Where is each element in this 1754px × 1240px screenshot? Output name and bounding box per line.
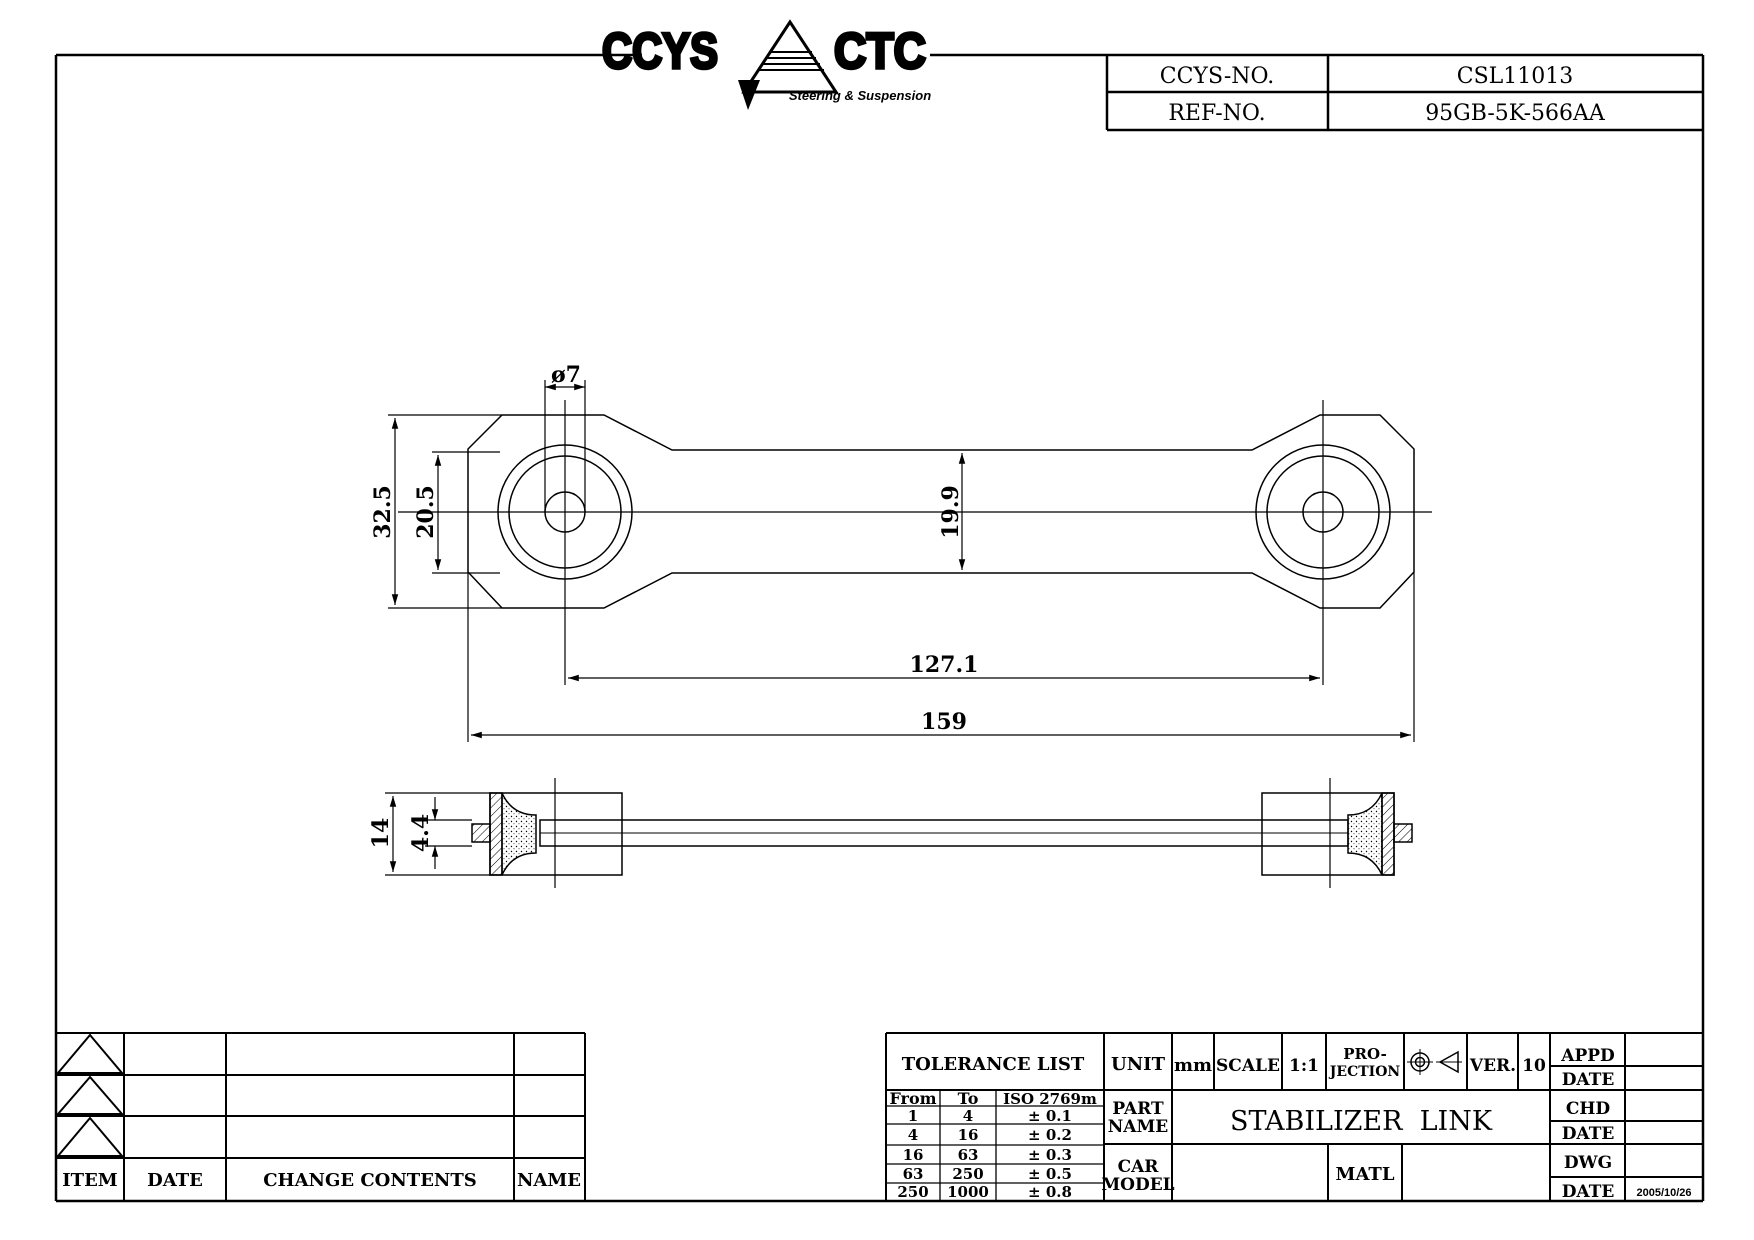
tolerance-cell: 250 bbox=[897, 1183, 928, 1201]
dim-overall-length: 159 bbox=[921, 709, 967, 735]
ccys-no-label: CCYS-NO. bbox=[1160, 64, 1275, 89]
tolerance-cell: 4 bbox=[908, 1126, 918, 1144]
sheet-frame bbox=[54, 53, 1705, 1203]
dim-side-thickness: 14 bbox=[368, 818, 394, 849]
logo-right-mark: CTC bbox=[834, 23, 926, 79]
header-table: CCYS-NO. CSL11013 REF-NO. 95GB-5K-566AA bbox=[1105, 55, 1703, 132]
tolerance-header-to: To bbox=[958, 1089, 979, 1108]
tolerance-cell: 16 bbox=[958, 1126, 979, 1144]
right-bush-core bbox=[1347, 792, 1383, 876]
tolerance-cell: 250 bbox=[952, 1165, 983, 1183]
title-block: TOLERANCE LIST From To ISO 2769m 1 4 ± 0… bbox=[885, 1032, 1703, 1202]
left-bush-hatch bbox=[489, 792, 503, 876]
tolerance-cell: 63 bbox=[958, 1146, 979, 1164]
link-outline-top-view bbox=[467, 414, 1415, 609]
drawn-date-label: DATE bbox=[1562, 1182, 1615, 1202]
tolerance-header-from: From bbox=[889, 1089, 936, 1108]
projection-label-2: JECTION bbox=[1328, 1064, 1401, 1080]
logo-left-mark: CCYS bbox=[602, 23, 718, 79]
dim-center-distance: 127.1 bbox=[910, 652, 979, 678]
part-name-label-1: PART bbox=[1112, 1099, 1164, 1119]
dim-boss-height: 20.5 bbox=[413, 485, 439, 539]
revision-triangle-icon bbox=[55, 1033, 125, 1157]
dim-overall-height: 32.5 bbox=[370, 485, 396, 539]
ccys-no-value: CSL11013 bbox=[1457, 64, 1574, 89]
tolerance-cell: 63 bbox=[903, 1165, 924, 1183]
tolerance-cell: ± 0.3 bbox=[1028, 1146, 1072, 1164]
side-view bbox=[385, 778, 1413, 888]
tolerance-cell: 4 bbox=[963, 1107, 973, 1125]
logo-tagline: Steering & Suspension bbox=[789, 88, 931, 103]
material-label: MATL bbox=[1336, 1164, 1395, 1185]
tolerance-cell: 1000 bbox=[947, 1183, 989, 1201]
revision-header-name: NAME bbox=[517, 1170, 581, 1191]
unit-value: mm bbox=[1174, 1055, 1212, 1076]
scale-label: SCALE bbox=[1216, 1056, 1280, 1076]
version-value: 10 bbox=[1522, 1056, 1546, 1076]
revision-header-date: DATE bbox=[147, 1170, 203, 1191]
ref-no-label: REF-NO. bbox=[1168, 101, 1265, 126]
unit-label: UNIT bbox=[1111, 1054, 1166, 1075]
part-name-value: STABILIZER LINK bbox=[1230, 1106, 1493, 1137]
car-model-label-1: CAR bbox=[1118, 1157, 1160, 1177]
approved-date-label: DATE bbox=[1562, 1070, 1615, 1090]
side-dimension-lines bbox=[385, 792, 490, 876]
dimension-lines bbox=[391, 383, 1411, 739]
checked-date-label: DATE bbox=[1562, 1124, 1615, 1144]
tolerance-cell: ± 0.5 bbox=[1028, 1165, 1072, 1183]
dim-hole-diameter: ø7 bbox=[551, 362, 581, 388]
revision-header-item: ITEM bbox=[62, 1170, 118, 1191]
drawn-label: DWG bbox=[1564, 1153, 1612, 1173]
part-name-label-2: NAME bbox=[1108, 1117, 1169, 1137]
tolerance-cell: ± 0.8 bbox=[1028, 1183, 1072, 1201]
version-label: VER. bbox=[1469, 1056, 1516, 1076]
tolerance-cell: 16 bbox=[903, 1146, 924, 1164]
projection-symbol-icon bbox=[1407, 1049, 1462, 1075]
projection-label-1: PRO- bbox=[1343, 1045, 1387, 1063]
company-logo: CCYS CTC Steering & Suspension bbox=[600, 19, 931, 110]
car-model-label-2: MODEL bbox=[1101, 1175, 1174, 1195]
drawn-date-value: 2005/10/26 bbox=[1636, 1187, 1691, 1199]
dim-side-inner: 4.4 bbox=[408, 814, 434, 852]
ref-no-value: 95GB-5K-566AA bbox=[1425, 101, 1606, 126]
tolerance-grid bbox=[886, 1090, 1104, 1201]
approved-label: APPD bbox=[1560, 1046, 1615, 1066]
scale-value: 1:1 bbox=[1289, 1056, 1319, 1076]
left-bush-core bbox=[501, 792, 537, 876]
tolerance-cell: ± 0.1 bbox=[1028, 1107, 1072, 1125]
revision-table: ITEM DATE CHANGE CONTENTS NAME bbox=[55, 1032, 586, 1201]
revision-header-change: CHANGE CONTENTS bbox=[263, 1170, 477, 1191]
tolerance-cell: 1 bbox=[908, 1107, 918, 1125]
center-lines bbox=[388, 380, 1432, 742]
top-view: ø7 32.5 20.5 19.9 127.1 159 bbox=[370, 362, 1432, 742]
dim-web-height: 19.9 bbox=[938, 485, 964, 539]
logo-stripes-icon bbox=[758, 51, 824, 71]
tolerance-title: TOLERANCE LIST bbox=[902, 1054, 1085, 1075]
right-bush-hatch bbox=[1381, 792, 1395, 876]
checked-label: CHD bbox=[1566, 1099, 1611, 1119]
tolerance-header-iso: ISO 2769m bbox=[1003, 1090, 1097, 1108]
tolerance-cell: ± 0.2 bbox=[1028, 1126, 1072, 1144]
